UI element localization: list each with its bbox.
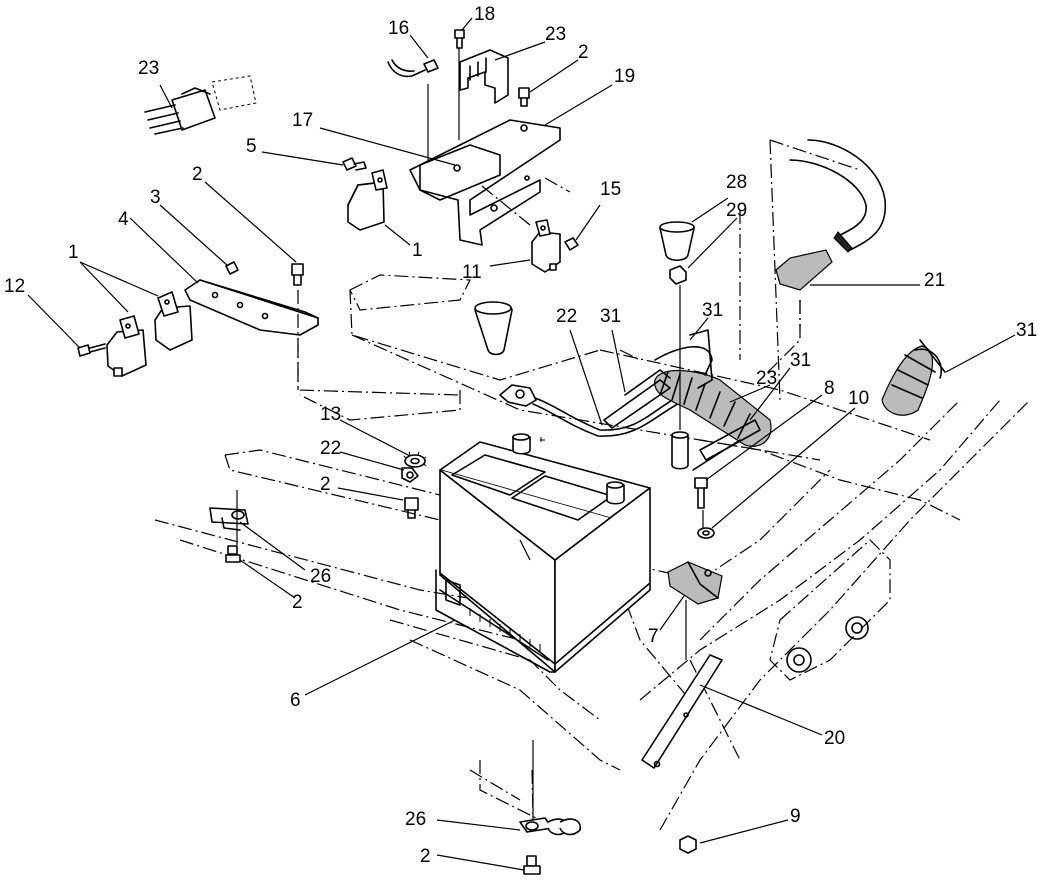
lockwasher-part-13 <box>403 451 427 468</box>
callout-13: 13 <box>320 404 341 425</box>
spacer <box>671 431 689 470</box>
callout-10: 10 <box>848 388 869 409</box>
relay-part-11 <box>531 219 561 273</box>
assembly-lines <box>236 48 801 820</box>
callout-4: 4 <box>118 209 129 230</box>
callout-19: 19 <box>614 66 635 87</box>
screw-part-12 <box>77 343 106 357</box>
bolt-part-18 <box>454 29 465 49</box>
callout-6: 6 <box>290 690 301 711</box>
callout-23: 23 <box>138 58 159 79</box>
callout-12: 12 <box>4 276 25 297</box>
callout-31: 31 <box>790 350 811 371</box>
callout-17: 17 <box>292 110 313 131</box>
relay-part-1-upper <box>347 169 388 231</box>
callout-31: 31 <box>1016 320 1037 341</box>
hold-down-part-7 <box>667 561 723 605</box>
callout-28: 28 <box>726 172 747 193</box>
callout-18: 18 <box>474 4 495 25</box>
callout-2: 2 <box>292 592 303 613</box>
callout-5: 5 <box>246 136 257 157</box>
callout-26: 26 <box>310 566 331 587</box>
callout-16: 16 <box>388 18 409 39</box>
callout-2: 2 <box>578 42 589 63</box>
callout-9: 9 <box>790 806 801 827</box>
callout-31: 31 <box>702 300 723 321</box>
cable-clamps-part-31 <box>603 329 761 471</box>
callout-21: 21 <box>924 270 945 291</box>
battery-cable-part-22 <box>499 384 693 437</box>
callout-23: 23 <box>545 24 566 45</box>
bolt-part-8 <box>694 477 708 509</box>
relay-part-1-left-b <box>106 315 147 377</box>
post-cap-part-28 <box>659 221 695 262</box>
clamp-part-26-bottom <box>519 817 582 836</box>
callout-8: 8 <box>824 378 835 399</box>
bolt-part-2-left <box>291 263 304 286</box>
callout-2: 2 <box>192 164 203 185</box>
callout-31: 31 <box>600 306 621 327</box>
callout-2: 2 <box>320 474 331 495</box>
battery-part-6 <box>435 433 651 673</box>
callout-15: 15 <box>600 179 621 200</box>
mount-casting <box>769 539 891 681</box>
bolt-part-2-top <box>518 87 530 107</box>
strap-part-20 <box>641 654 723 769</box>
hand-grip-part-21 <box>775 139 887 291</box>
callout-1: 1 <box>68 242 79 263</box>
screw-part-5 <box>342 157 367 171</box>
nut-part-3 <box>225 261 239 275</box>
relay-part-1-left-a <box>154 291 193 351</box>
callout-1: 1 <box>412 240 423 261</box>
bolt-part-2-lower-left <box>225 545 241 563</box>
relay-bracket-part-19 <box>409 119 561 246</box>
nut-part-15 <box>564 237 579 251</box>
callout-labels: 23 16 18 23 2 19 17 5 2 3 4 1 1 12 15 28… <box>4 4 1037 867</box>
clamp-part-26-left <box>209 507 249 531</box>
callout-22: 22 <box>320 438 341 459</box>
callout-3: 3 <box>150 187 161 208</box>
relay-mount-bracket-part-4 <box>184 279 319 336</box>
relay-harness-part-23-left <box>144 75 257 135</box>
callout-22: 22 <box>556 306 577 327</box>
callout-29: 29 <box>726 200 747 221</box>
washer-part-10 <box>697 527 715 539</box>
callout-11: 11 <box>462 262 482 283</box>
callout-leaders <box>27 17 1016 871</box>
nut-part-29 <box>669 265 687 285</box>
bolt-part-2-bottom <box>523 855 541 875</box>
callout-23: 23 <box>756 368 777 389</box>
bolt-part-2-ground <box>404 497 419 519</box>
hose-right <box>881 339 946 416</box>
callout-20: 20 <box>824 728 845 749</box>
callout-26: 26 <box>405 809 426 830</box>
ground-wire-part-16 <box>387 59 439 78</box>
callout-2: 2 <box>420 846 431 867</box>
terminal-cap <box>474 301 513 356</box>
nut-part-9 <box>679 835 697 854</box>
callout-7: 7 <box>648 626 659 647</box>
ground-lug-part-22 <box>401 467 419 483</box>
